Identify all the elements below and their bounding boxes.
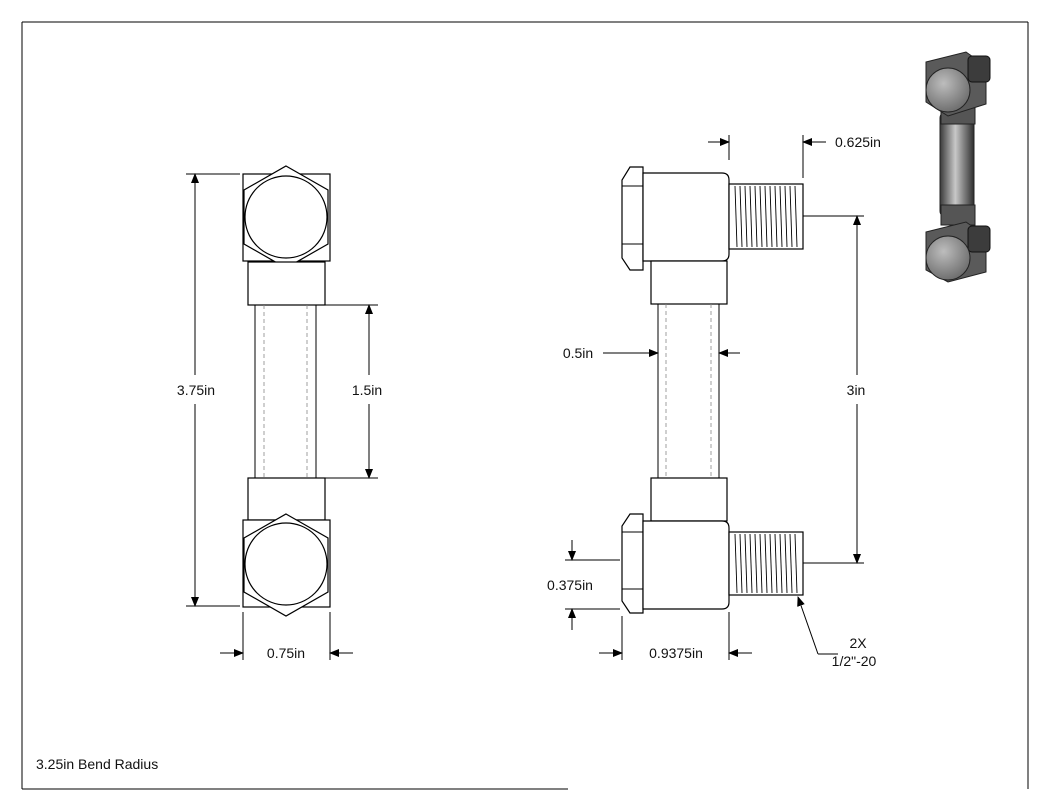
thread-line [754,185,758,248]
drawing-frame [21,21,1029,790]
thread-line [779,185,783,248]
thread-line [744,185,748,248]
dim-overall-length [186,173,240,607]
thread-top [734,185,798,248]
thread-line [769,185,773,248]
thread-line [734,533,738,594]
dim-text-tube-length: 1.5in [352,382,382,398]
side-bottom-fitting [621,477,804,614]
dim-text-center-distance: 3in [847,382,866,398]
thread-line [734,185,738,248]
thread-line [784,533,788,594]
dim-text-thread-length: 0.625in [835,134,881,150]
side-view [565,135,864,660]
thread-line [789,185,793,248]
thread-line [744,533,748,594]
thread-line [764,533,768,594]
bend-radius-note: 3.25in Bend Radius [36,756,159,772]
thread-line [769,533,773,594]
dim-text-fitting-depth: 0.9375in [649,645,703,661]
dim-fitting-width [220,612,353,660]
thread-line [759,185,763,248]
front-view [186,165,378,660]
thread-line [759,533,763,594]
top-fitting [242,165,331,306]
thread-line [779,533,783,594]
thread-line [784,185,788,248]
thread-line [739,533,743,594]
thread-line [774,533,778,594]
bottom-fitting [242,477,331,617]
thread-line [789,533,793,594]
thread-line [739,185,743,248]
dim-center-distance [803,215,864,564]
thread-line [764,185,768,248]
thread-line [749,533,753,594]
dim-text-hex-height: 0.375in [547,577,593,593]
thread-line [794,185,798,248]
thread-line [774,185,778,248]
dim-hex-height [565,540,620,630]
dim-text-thread-spec: 1/2"-20 [832,653,877,669]
thread-callout-leader [797,596,838,655]
side-tube [657,304,720,478]
dim-tube-length [320,304,378,479]
isometric-view [925,51,991,283]
dim-text-thread-qty: 2X [849,635,867,651]
thread-line [794,533,798,594]
thread-line [754,533,758,594]
dim-thread-length [708,135,826,178]
dim-text-tube-od: 0.5in [563,345,593,361]
side-top-fitting [621,166,804,305]
dim-text-fitting-width: 0.75in [267,645,305,661]
thread-bottom [734,533,798,594]
dim-text-overall-length: 3.75in [177,382,215,398]
tube [254,305,317,478]
dim-fitting-depth [599,612,752,660]
thread-line [749,185,753,248]
